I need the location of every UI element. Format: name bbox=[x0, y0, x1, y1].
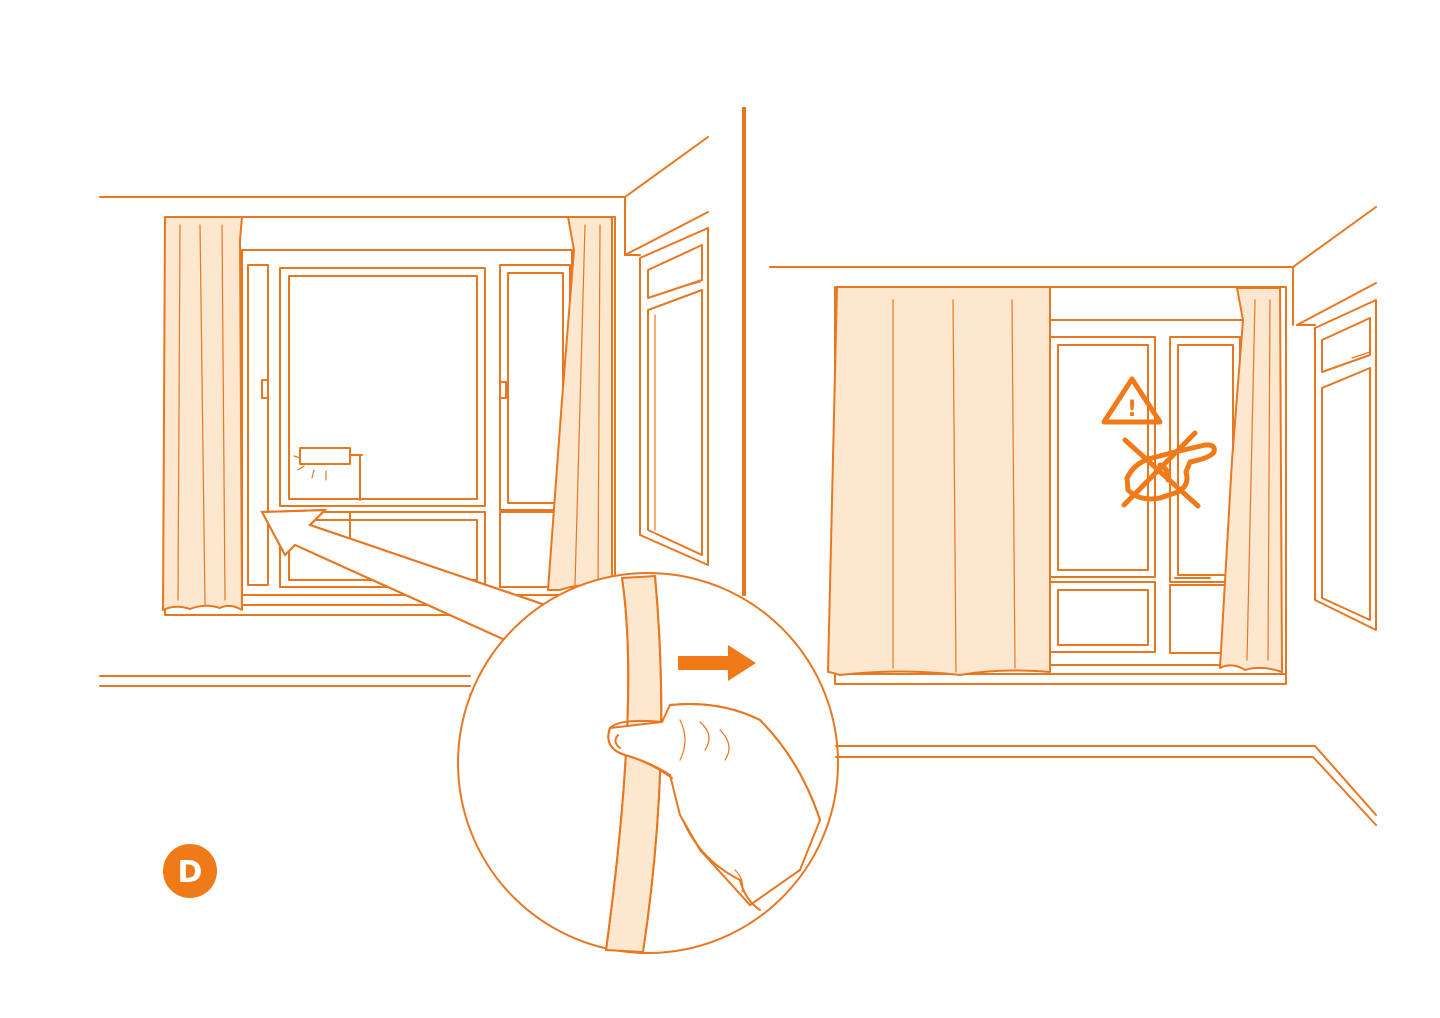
left-panel-room-scene: D bbox=[99, 136, 839, 954]
step-badge-label: D bbox=[178, 855, 203, 890]
outdoor-lamp-illustration bbox=[293, 447, 363, 556]
no-touching-hand-icon bbox=[1121, 430, 1217, 509]
arrow-right-icon bbox=[678, 645, 756, 681]
magnified-detail-circle bbox=[457, 572, 839, 954]
warning-symbol: ! bbox=[1127, 397, 1137, 422]
hand-pulling-curtain bbox=[607, 703, 822, 911]
closed-curtain-panel bbox=[827, 286, 1051, 676]
step-badge: D bbox=[163, 844, 217, 898]
right-curtain-gathered bbox=[1219, 287, 1283, 673]
left-curtain-open bbox=[162, 216, 243, 611]
warning-triangle-icon: ! bbox=[1101, 376, 1163, 425]
right-panel-room-scene: ! bbox=[769, 206, 1377, 826]
